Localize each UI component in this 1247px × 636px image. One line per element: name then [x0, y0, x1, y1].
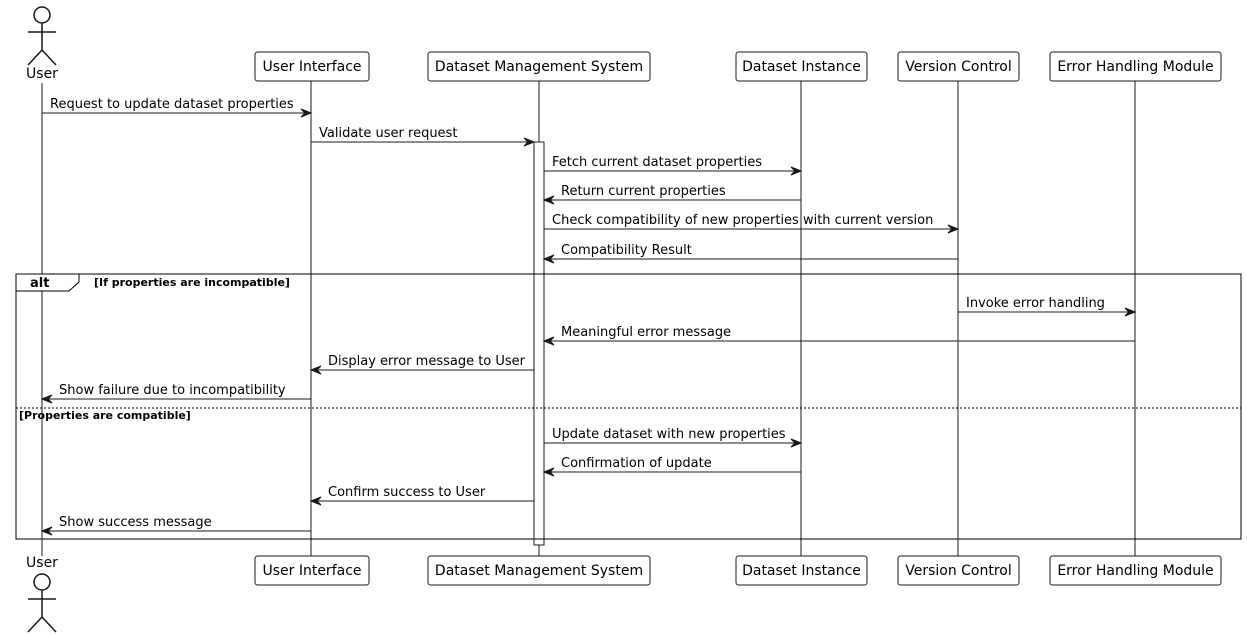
message-arrowhead — [542, 254, 555, 264]
participant-box — [897, 51, 1020, 82]
message-label: Show success message — [59, 515, 212, 530]
participant-box — [254, 555, 370, 586]
message-2: Validate user request — [311, 126, 536, 147]
participant-label: Error Handling Module — [1057, 563, 1213, 579]
message-6: Compatibility Result — [542, 243, 958, 264]
message-14: Show success message — [40, 515, 311, 536]
message-label: Invoke error handling — [966, 296, 1105, 311]
message-label: Request to update dataset properties — [50, 97, 294, 112]
message-arrowhead — [542, 195, 555, 205]
message-arrowhead — [947, 224, 960, 234]
activation-bar-dms — [533, 141, 545, 546]
participant-box — [427, 555, 651, 586]
participant-label: Version Control — [905, 563, 1012, 579]
actor-icon — [27, 573, 57, 633]
actor-user-label: User — [26, 555, 58, 571]
message-label: Return current properties — [561, 184, 726, 199]
message-label: Meaningful error message — [561, 325, 731, 340]
message-8: Meaningful error message — [542, 325, 1135, 346]
actor-user-bottom: User — [26, 555, 58, 633]
message-label: Compatibility Result — [561, 243, 692, 258]
actor-user-top: User — [26, 6, 58, 82]
participant-label: Dataset Instance — [742, 59, 861, 75]
participant-box — [1049, 51, 1222, 82]
message-label: Fetch current dataset properties — [552, 155, 762, 170]
participant-box — [735, 51, 868, 82]
guard-compatible: [Properties are compatible] — [19, 409, 191, 422]
message-5: Check compatibility of new properties wi… — [544, 213, 960, 234]
participant-box — [1049, 555, 1222, 586]
participant-label: Dataset Management System — [435, 59, 643, 75]
participant-version-control-bottom: Version Control — [897, 555, 1020, 586]
message-12: Confirmation of update — [542, 456, 801, 477]
message-arrowhead — [542, 467, 555, 477]
participant-label: User Interface — [262, 563, 361, 579]
participant-label: Error Handling Module — [1057, 59, 1213, 75]
message-arrowhead — [40, 394, 53, 404]
message-arrowhead — [523, 137, 536, 147]
participant-dataset-instance-top: Dataset Instance — [735, 51, 868, 82]
message-arrowhead — [300, 108, 313, 118]
message-arrowhead — [790, 438, 803, 448]
message-4: Return current properties — [542, 184, 801, 205]
participant-user-interface-bottom: User Interface — [254, 555, 370, 586]
message-7: Invoke error handling — [958, 296, 1137, 317]
actor-icon — [27, 6, 57, 66]
message-arrowhead — [309, 496, 322, 506]
message-arrowhead — [40, 526, 53, 536]
participant-label: Version Control — [905, 59, 1012, 75]
participant-box — [897, 555, 1020, 586]
message-arrowhead — [790, 166, 803, 176]
message-9: Display error message to User — [309, 354, 534, 375]
participant-error-handling-module-bottom: Error Handling Module — [1049, 555, 1222, 586]
message-11: Update dataset with new properties — [544, 427, 803, 448]
message-label: Confirmation of update — [561, 456, 712, 471]
message-13: Confirm success to User — [309, 485, 534, 506]
participant-user-interface-top: User Interface — [254, 51, 370, 82]
participant-dataset-instance-bottom: Dataset Instance — [735, 555, 868, 586]
participant-dataset-management-system-top: Dataset Management System — [427, 51, 651, 82]
message-label: Update dataset with new properties — [552, 427, 786, 442]
participant-dataset-management-system-bottom: Dataset Management System — [427, 555, 651, 586]
participant-box — [427, 51, 651, 82]
message-arrowhead — [1124, 307, 1137, 317]
alt-operator-label: alt — [30, 276, 49, 291]
participant-label: User Interface — [262, 59, 361, 75]
message-label: Show failure due to incompatibility — [59, 383, 286, 398]
message-1: Request to update dataset properties — [42, 97, 313, 118]
participant-version-control-top: Version Control — [897, 51, 1020, 82]
alt-fragment-tag — [15, 273, 80, 292]
participant-label: Dataset Instance — [742, 563, 861, 579]
message-10: Show failure due to incompatibility — [40, 383, 311, 404]
participant-error-handling-module-top: Error Handling Module — [1049, 51, 1222, 82]
actor-user-label: User — [26, 66, 58, 82]
message-arrowhead — [542, 336, 555, 346]
participant-box — [254, 51, 370, 82]
message-label: Check compatibility of new properties wi… — [552, 213, 933, 228]
message-label: Display error message to User — [328, 354, 526, 369]
guard-incompatible: [If properties are incompatible] — [94, 276, 290, 289]
participant-label: Dataset Management System — [435, 563, 643, 579]
message-arrowhead — [309, 365, 322, 375]
message-3: Fetch current dataset properties — [544, 155, 803, 176]
message-label: Validate user request — [319, 126, 457, 141]
message-label: Confirm success to User — [328, 485, 486, 500]
participant-box — [735, 555, 868, 586]
alt-fragment-frame — [15, 273, 1242, 540]
